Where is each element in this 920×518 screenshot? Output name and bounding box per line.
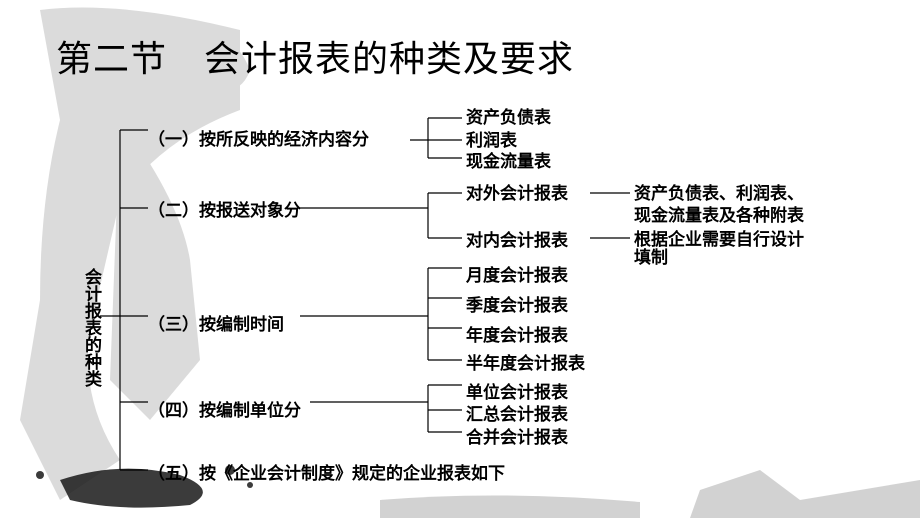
internal-reports-detail: 根据企业需要自行设计 填制	[634, 230, 804, 268]
category-1-label: （一）按所反映的经济内容分	[148, 130, 369, 150]
item-income-statement: 利润表	[466, 131, 517, 151]
item-summary-report: 汇总会计报表	[466, 405, 568, 425]
item-external-reports: 对外会计报表	[466, 184, 568, 204]
external-reports-detail: 资产负债表、利润表、 现金流量表及各种附表	[634, 184, 804, 226]
item-internal-reports: 对内会计报表	[466, 231, 568, 251]
item-annual-report: 年度会计报表	[466, 326, 568, 346]
category-5-label: （五）按《企业会计制度》规定的企业报表如下	[148, 464, 505, 484]
item-cash-flow-statement: 现金流量表	[466, 152, 551, 172]
category-4-label: （四）按编制单位分	[148, 401, 301, 421]
item-consolidated-report: 合并会计报表	[466, 428, 568, 448]
item-unit-report: 单位会计报表	[466, 383, 568, 403]
item-monthly-report: 月度会计报表	[466, 266, 568, 286]
root-label: 会计报表的种类	[81, 268, 101, 387]
item-semiannual-report: 半年度会计报表	[466, 354, 585, 374]
category-3-label: （三）按编制时间	[148, 315, 284, 335]
item-balance-sheet: 资产负债表	[466, 108, 551, 128]
category-2-label: （二）按报送对象分	[148, 201, 301, 221]
item-quarterly-report: 季度会计报表	[466, 296, 568, 316]
page-title: 第二节 会计报表的种类及要求	[56, 39, 575, 80]
